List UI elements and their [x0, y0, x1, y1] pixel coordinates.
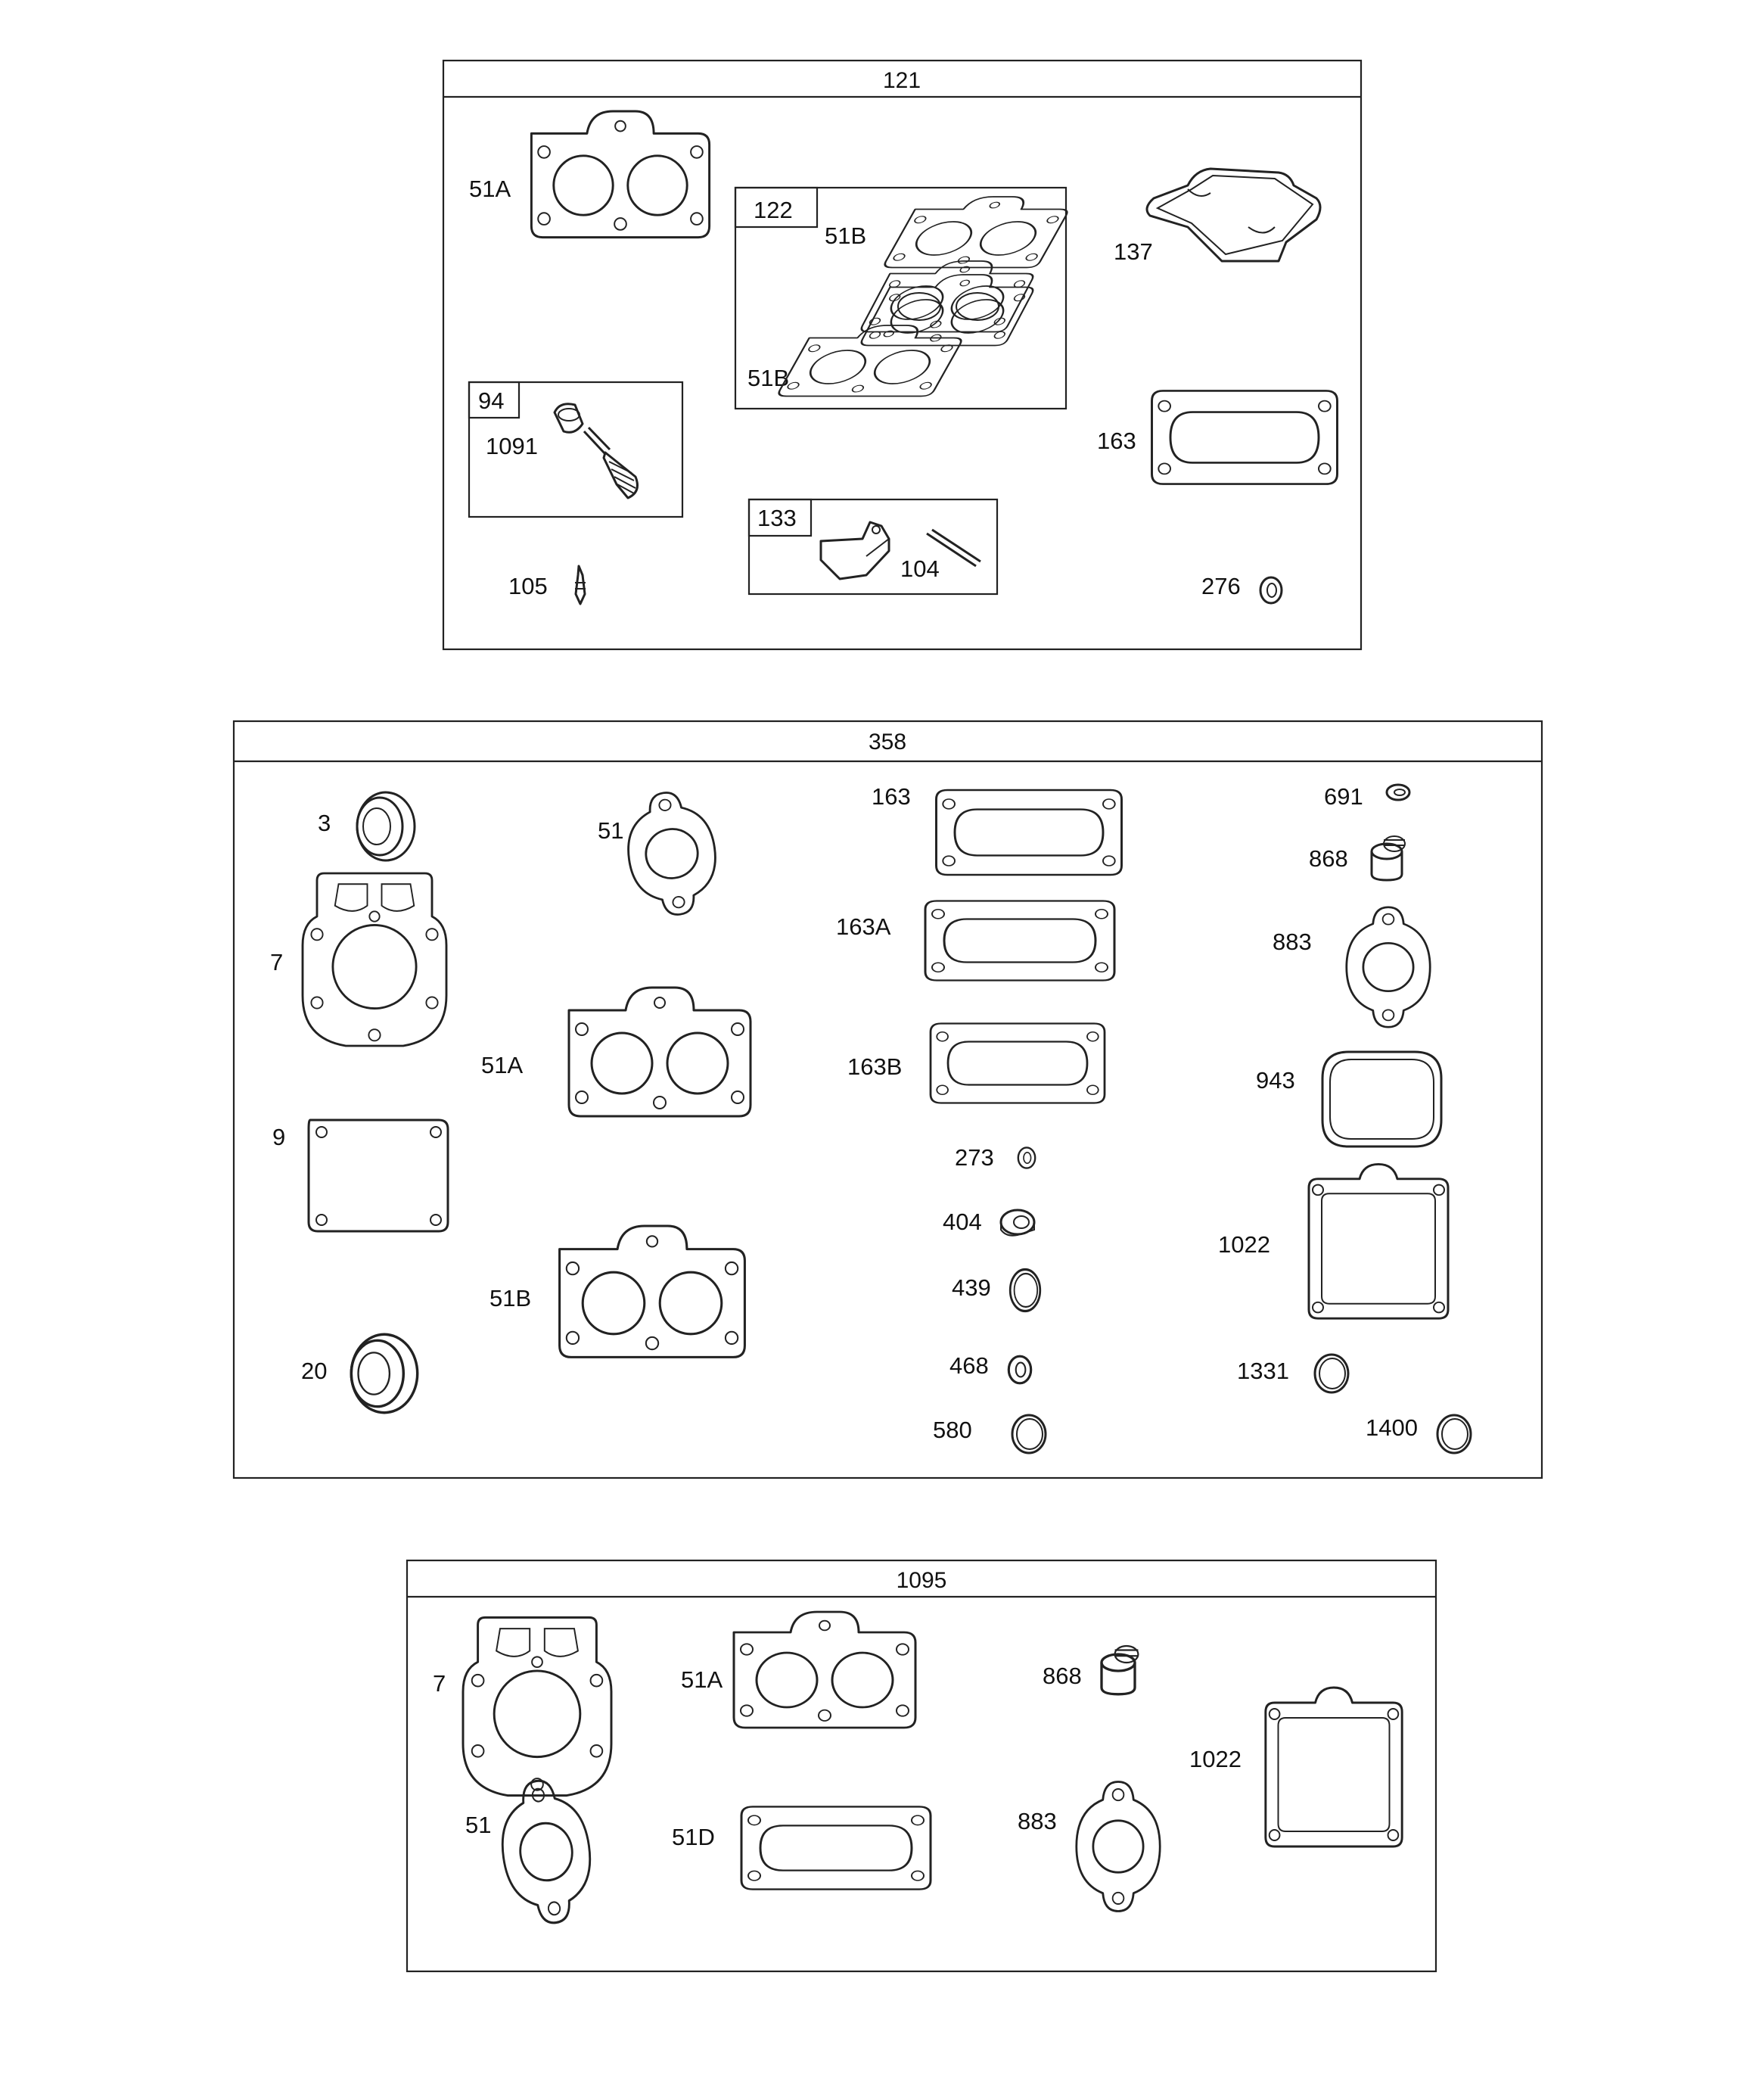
part-label: 137: [1114, 238, 1153, 265]
valve-stem-seal: [1370, 835, 1406, 882]
part-label: 105: [508, 573, 548, 599]
washer: [1017, 1146, 1036, 1169]
part-label: 7: [270, 949, 283, 975]
seal-ring: [999, 1209, 1036, 1237]
part-label: 439: [952, 1274, 991, 1301]
part-label: 51: [598, 817, 623, 844]
kit-1095-title: 1095: [897, 1568, 947, 1593]
o-ring: [1436, 1414, 1472, 1454]
part-label: 51A: [681, 1666, 723, 1693]
part-label: 9: [272, 1124, 285, 1150]
needle-valve: [574, 565, 586, 605]
valve-stem-seal: [1100, 1644, 1140, 1696]
intake-gasket: [775, 324, 972, 397]
subkit-122-frame: [734, 186, 1068, 410]
part-label: 276: [1201, 573, 1241, 599]
part-label: 51B: [747, 365, 789, 391]
breather-gasket: [1151, 389, 1338, 486]
float-hinge-pin: [926, 528, 981, 568]
part-label: 468: [949, 1352, 989, 1379]
kit-358: 358 3 7 9 20 51 51A 51B 163 163A 163B 27: [232, 720, 1543, 1479]
subkit-122-title: 122: [754, 197, 793, 223]
float: [819, 521, 890, 580]
part-label: 51B: [825, 222, 866, 249]
cylinder-head-gasket: [301, 872, 448, 1047]
kit-1095: 1095 7 51A 868 1022 51 51D 883: [406, 1559, 1437, 1973]
exhaust-gasket: [1345, 906, 1431, 1028]
part-label: 20: [301, 1358, 327, 1384]
valve-box-gasket: [307, 1118, 449, 1233]
kit-121: 121 51A 122 51B 51B 137 94 1091: [442, 59, 1363, 651]
intake-gasket: [881, 195, 1078, 269]
bowl-gasket: [1145, 167, 1322, 263]
carburetor-spacer: [858, 260, 1043, 347]
intake-gasket: [530, 110, 711, 239]
part-label: 868: [1309, 845, 1348, 872]
rocker-cover-seal: [1321, 1050, 1443, 1148]
washer: [1385, 783, 1411, 801]
oil-seal: [350, 1333, 419, 1414]
washer: [1259, 576, 1283, 605]
part-label: 1400: [1366, 1414, 1418, 1441]
part-label: 868: [1043, 1663, 1082, 1689]
part-label: 51: [465, 1812, 491, 1838]
part-label: 7: [433, 1670, 446, 1697]
subkit-94-frame: [468, 381, 684, 518]
breather-gasket: [935, 789, 1123, 876]
breather-gasket: [924, 900, 1116, 982]
part-label: 1091: [486, 433, 538, 459]
part-label: 691: [1324, 783, 1363, 810]
intake-gasket: [567, 986, 752, 1118]
kit-358-title: 358: [869, 730, 906, 754]
kit-121-title: 121: [883, 68, 921, 93]
o-ring: [1313, 1353, 1350, 1394]
part-label: 943: [1256, 1067, 1295, 1094]
valve-cover-gasket: [1264, 1686, 1403, 1848]
cylinder-head-gasket: [462, 1616, 613, 1797]
part-label: 163B: [847, 1053, 902, 1080]
subkit-133-title: 133: [757, 505, 797, 531]
washer: [1007, 1355, 1033, 1385]
exhaust-gasket: [1075, 1781, 1161, 1912]
part-label: 273: [955, 1144, 994, 1171]
subkit-133-frame: [747, 498, 999, 596]
part-label: 163A: [836, 913, 891, 940]
part-label: 883: [1018, 1808, 1057, 1834]
kit-358-frame: [232, 720, 1543, 1479]
part-label: 104: [900, 555, 940, 582]
exhaust-gasket: [619, 786, 725, 922]
exhaust-port-gasket: [740, 1805, 932, 1891]
part-label: 883: [1273, 929, 1312, 955]
part-label: 1022: [1189, 1746, 1242, 1772]
part-label: 51A: [469, 176, 511, 202]
subkit-94-title: 94: [478, 387, 504, 414]
part-label: 1331: [1237, 1358, 1289, 1384]
part-label: 51A: [481, 1052, 523, 1078]
part-label: 404: [943, 1209, 982, 1235]
exhaust-gasket: [492, 1773, 601, 1930]
breather-gasket: [929, 1022, 1106, 1104]
float-needle-seat: [553, 403, 639, 499]
part-label: 3: [318, 810, 331, 836]
part-label: 1022: [1218, 1231, 1270, 1258]
kit-121-frame: [442, 59, 1363, 651]
o-ring: [1008, 1268, 1042, 1313]
oil-seal: [356, 791, 416, 862]
intake-gasket: [558, 1224, 746, 1358]
part-label: 163: [872, 783, 911, 810]
kit-1095-frame: [406, 1559, 1437, 1973]
part-label: 580: [933, 1417, 972, 1443]
valve-cover-gasket: [1307, 1162, 1450, 1320]
part-label: 51D: [672, 1824, 715, 1850]
o-ring: [1011, 1414, 1047, 1454]
intake-gasket: [732, 1610, 917, 1729]
part-label: 163: [1097, 428, 1136, 454]
part-label: 51B: [489, 1285, 531, 1311]
